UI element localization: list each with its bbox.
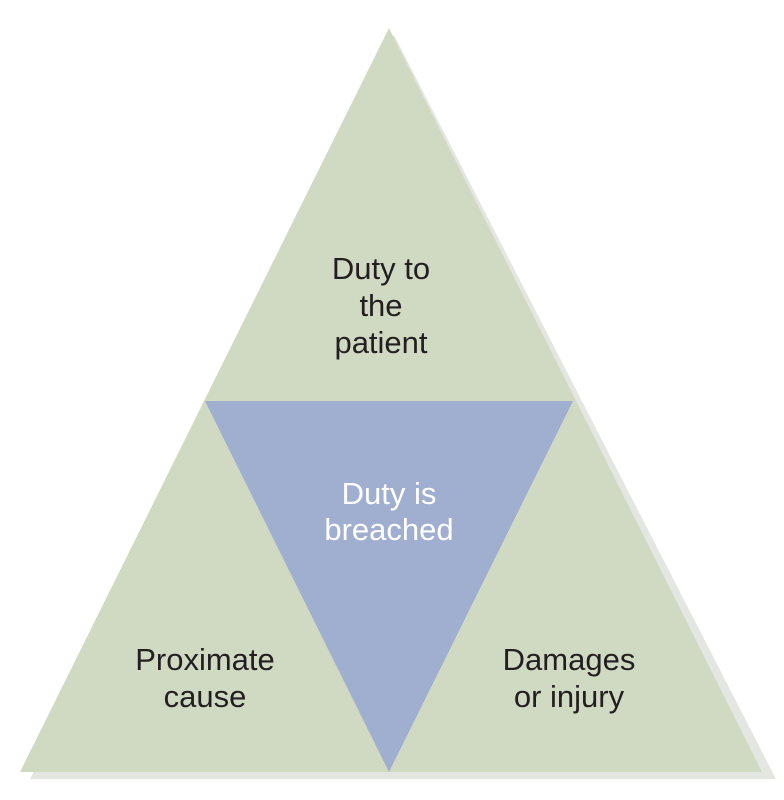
left-label-line-2: cause bbox=[164, 679, 247, 714]
top-label-line-2: the bbox=[359, 288, 402, 323]
center-section-label: Duty is breached bbox=[324, 476, 453, 547]
left-section-label: Proximate cause bbox=[135, 642, 275, 714]
top-label-line-3: patient bbox=[334, 325, 427, 360]
right-label-line-2: or injury bbox=[514, 679, 625, 714]
center-label-line-1: Duty is bbox=[342, 476, 437, 511]
top-section-label: Duty to the patient bbox=[332, 251, 430, 360]
outer-triangle bbox=[20, 28, 762, 772]
right-section-label: Damages or injury bbox=[503, 642, 636, 714]
center-label-line-2: breached bbox=[324, 512, 453, 547]
inner-inverted-triangle bbox=[205, 401, 573, 772]
left-label-line-1: Proximate bbox=[135, 642, 275, 677]
right-label-line-1: Damages bbox=[503, 642, 636, 677]
top-label-line-1: Duty to bbox=[332, 251, 430, 286]
